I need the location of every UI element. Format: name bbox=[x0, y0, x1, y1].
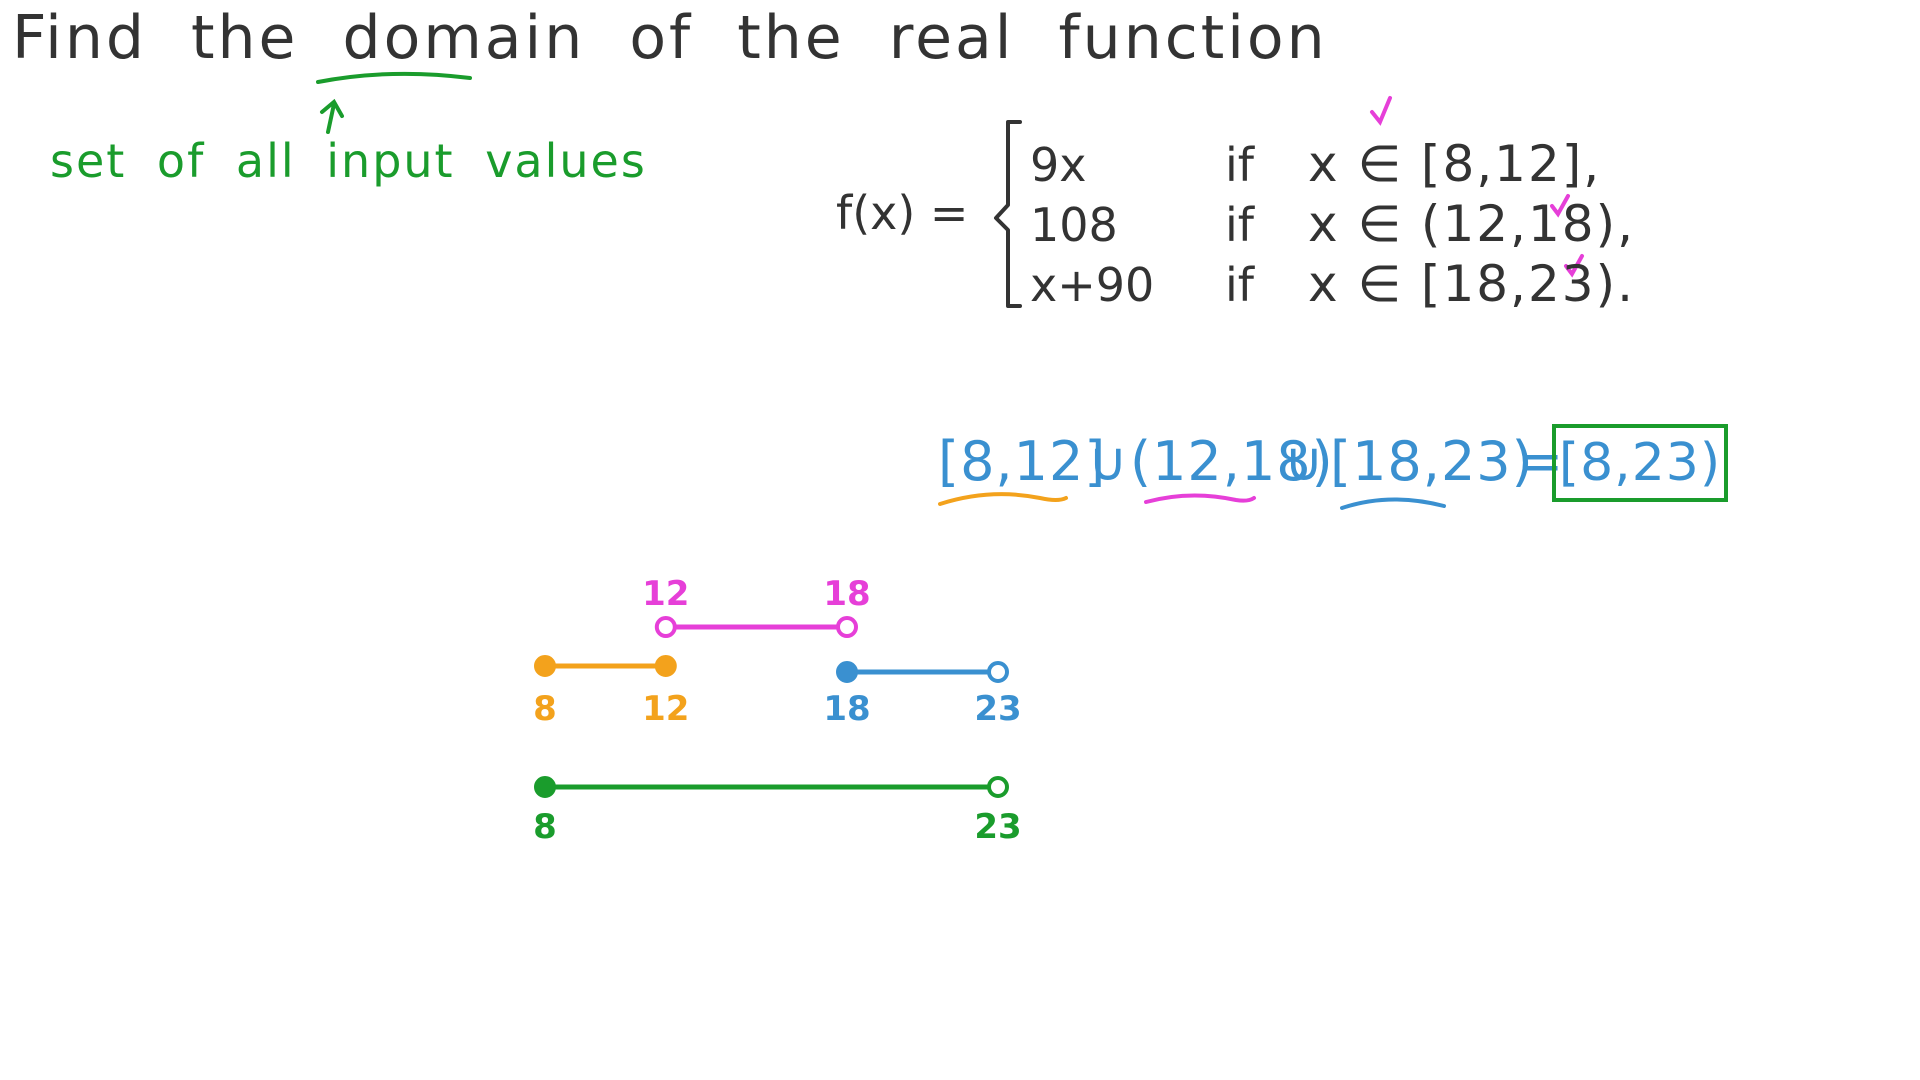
piece-1-domain: x ∈ [8,12], bbox=[1308, 135, 1602, 193]
check-mark-icon bbox=[1564, 254, 1584, 278]
piece-3-domain: x ∈ [18,23). bbox=[1308, 255, 1635, 313]
endpoint-label: 23 bbox=[974, 689, 1021, 729]
open-endpoint bbox=[654, 616, 677, 638]
domain-result: [8,23) bbox=[1558, 433, 1722, 493]
endpoint-label: 18 bbox=[823, 689, 870, 729]
closed-endpoint bbox=[654, 655, 677, 677]
open-endpoint bbox=[987, 661, 1009, 683]
union-part-2: (12,18) bbox=[1130, 430, 1334, 493]
piece-2-expression: 108 bbox=[1030, 198, 1118, 252]
piecewise-brace bbox=[994, 120, 1022, 308]
union-symbol-1: ∪ bbox=[1088, 430, 1129, 493]
piece-2-if: if bbox=[1225, 198, 1254, 252]
endpoint-label: 18 bbox=[823, 574, 870, 614]
union-part-3: [18,23) bbox=[1330, 430, 1534, 493]
piece-1-if: if bbox=[1225, 138, 1254, 192]
closed-endpoint bbox=[534, 776, 556, 798]
domain-definition-note: set of all input values bbox=[50, 134, 647, 188]
endpoint-label: 12 bbox=[642, 689, 689, 729]
endpoint-label: 12 bbox=[642, 574, 689, 614]
piece-2-domain: x ∈ (12,18), bbox=[1308, 195, 1635, 253]
piece-3-expression: x+90 bbox=[1030, 258, 1155, 312]
function-label: f(x) = bbox=[836, 186, 969, 240]
piece-3-if: if bbox=[1225, 258, 1254, 312]
blue-squiggle bbox=[1340, 497, 1446, 510]
check-mark-icon bbox=[1370, 96, 1392, 126]
union-part-1: [8,12] bbox=[938, 430, 1107, 493]
magenta-squiggle bbox=[1144, 493, 1256, 504]
closed-endpoint bbox=[534, 655, 556, 677]
endpoint-label: 23 bbox=[974, 807, 1021, 847]
endpoint-label: 8 bbox=[533, 807, 557, 847]
closed-endpoint bbox=[836, 661, 858, 683]
open-endpoint bbox=[836, 616, 858, 638]
union-symbol-2: ∪ bbox=[1284, 430, 1325, 493]
orange-squiggle bbox=[938, 492, 1068, 506]
domain-result-box: [8,23) bbox=[1552, 424, 1728, 502]
check-mark-icon bbox=[1550, 194, 1570, 218]
up-arrow-icon bbox=[320, 98, 344, 134]
piece-1-expression: 9x bbox=[1030, 138, 1087, 192]
open-endpoint bbox=[987, 776, 1009, 798]
domain-underline bbox=[316, 71, 472, 84]
problem-title: Find the domain of the real function bbox=[12, 3, 1328, 73]
endpoint-label: 8 bbox=[533, 689, 557, 729]
